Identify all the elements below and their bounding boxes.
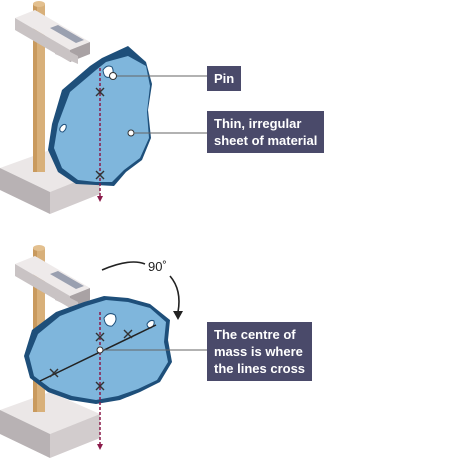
cross-marks-top xyxy=(95,87,105,180)
plumb-line-bottom xyxy=(97,312,103,450)
top-panel xyxy=(0,1,207,214)
bottom-panel xyxy=(0,245,207,458)
rotation-arrow-icon xyxy=(101,261,183,320)
centre-of-mass-label: The centre of mass is where the lines cr… xyxy=(207,322,313,381)
rotation-angle-label: 90˚ xyxy=(148,259,167,274)
clamp-bottom xyxy=(15,256,90,310)
sheet-label: Thin, irregular sheet of material xyxy=(207,111,325,153)
stand-pole-top xyxy=(33,1,45,172)
pin-icon xyxy=(109,72,117,80)
clamp-top xyxy=(15,10,90,64)
cross-marks-bottom xyxy=(49,329,133,391)
centre-of-mass-marker xyxy=(96,346,104,354)
sheet-point-marker xyxy=(127,129,135,137)
stand-base-bottom xyxy=(0,392,100,458)
first-line-drawn xyxy=(39,324,157,382)
pin-label: Pin xyxy=(207,66,242,91)
